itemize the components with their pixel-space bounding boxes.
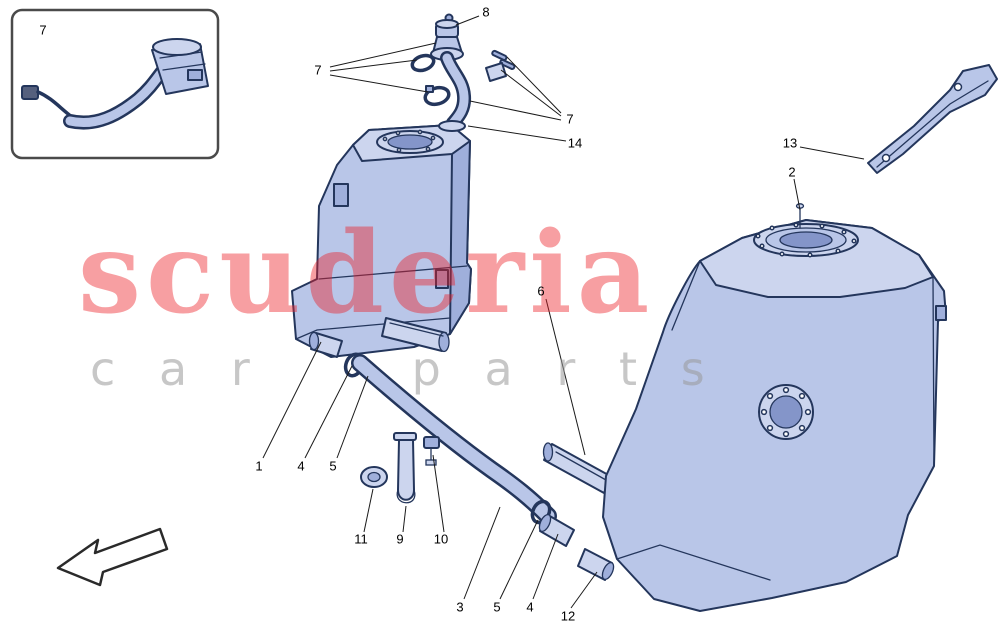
tank-side-pad (435, 269, 449, 289)
tank-filler-ring (376, 129, 444, 154)
tank-inlet-elbow (577, 548, 615, 581)
crossover-tube (542, 442, 613, 494)
right-fuel-tank (602, 203, 947, 612)
neck-clamp (423, 85, 451, 107)
mounting-bracket (867, 64, 998, 174)
fuel-pump-flange (758, 384, 814, 440)
crossover-hose-assembly (343, 352, 615, 581)
tank-outlet-pipe (381, 317, 450, 353)
inset-detail-box (10, 8, 220, 160)
hose-support-hardware (360, 432, 440, 504)
filler-cap (435, 19, 459, 38)
bolt (491, 49, 508, 61)
rubber-bushing (360, 466, 388, 488)
hose-fitting (538, 513, 575, 547)
support-bracket (393, 432, 417, 504)
leader-lines (262, 15, 865, 609)
neck-bracket (485, 62, 507, 82)
tank-side-stub (935, 305, 947, 321)
left-fuel-tank (291, 124, 472, 358)
tank-access-ring (753, 222, 859, 258)
tank-union-fitting (308, 331, 343, 358)
retaining-clip (423, 436, 440, 466)
tank-side-pad (333, 183, 349, 207)
bolt (499, 58, 516, 70)
gasket-ring (410, 53, 436, 73)
direction-arrow (56, 527, 169, 587)
filler-hose-inset-part (21, 38, 209, 130)
hose-flange (438, 120, 466, 132)
filler-neck-assembly (410, 13, 516, 132)
